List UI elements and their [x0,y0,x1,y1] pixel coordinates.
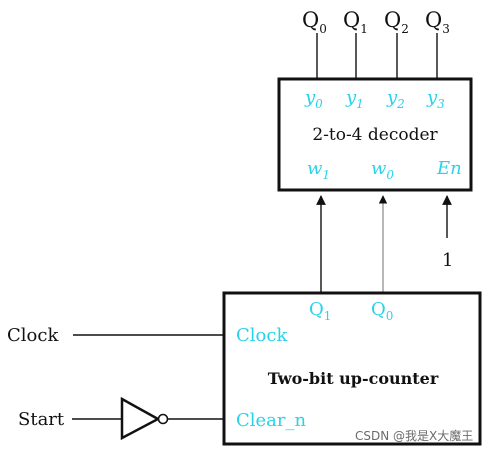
decoder-output-y2: y2 [386,87,405,111]
decoder-block [277,77,473,192]
counter-output-q1: Q1 [309,299,331,323]
decoder-input-w1: w1 [307,158,330,182]
counter-title: Two-bit up-counter [268,369,439,388]
counter-clear-port: Clear_n [236,410,307,431]
output-q0-label: Q0 [302,8,327,36]
decoder-title: 2-to-4 decoder [312,125,438,145]
counter-output-q0: Q0 [371,299,393,323]
watermark: CSDN @我是X大魔王 [355,428,473,443]
clock-signal-label: Clock [7,325,59,346]
decoder-output-y1: y1 [345,87,364,111]
output-q3-label: Q3 [425,8,450,36]
counter-block [222,291,482,446]
decoder-output-y3: y3 [426,87,445,111]
counter-clock-port: Clock [236,325,288,346]
decoder-output-lines [316,33,438,79]
enable-constant-label: 1 [442,250,453,271]
decoder-input-w0: w0 [371,158,394,182]
decoder-output-y0: y0 [304,87,323,111]
inverter-gate [120,396,161,441]
output-q2-label: Q2 [384,8,409,36]
inverter-bubble [157,413,169,425]
decoder-input-en: En [436,158,462,179]
start-signal-label: Start [18,409,65,430]
output-q1-label: Q1 [343,8,368,36]
